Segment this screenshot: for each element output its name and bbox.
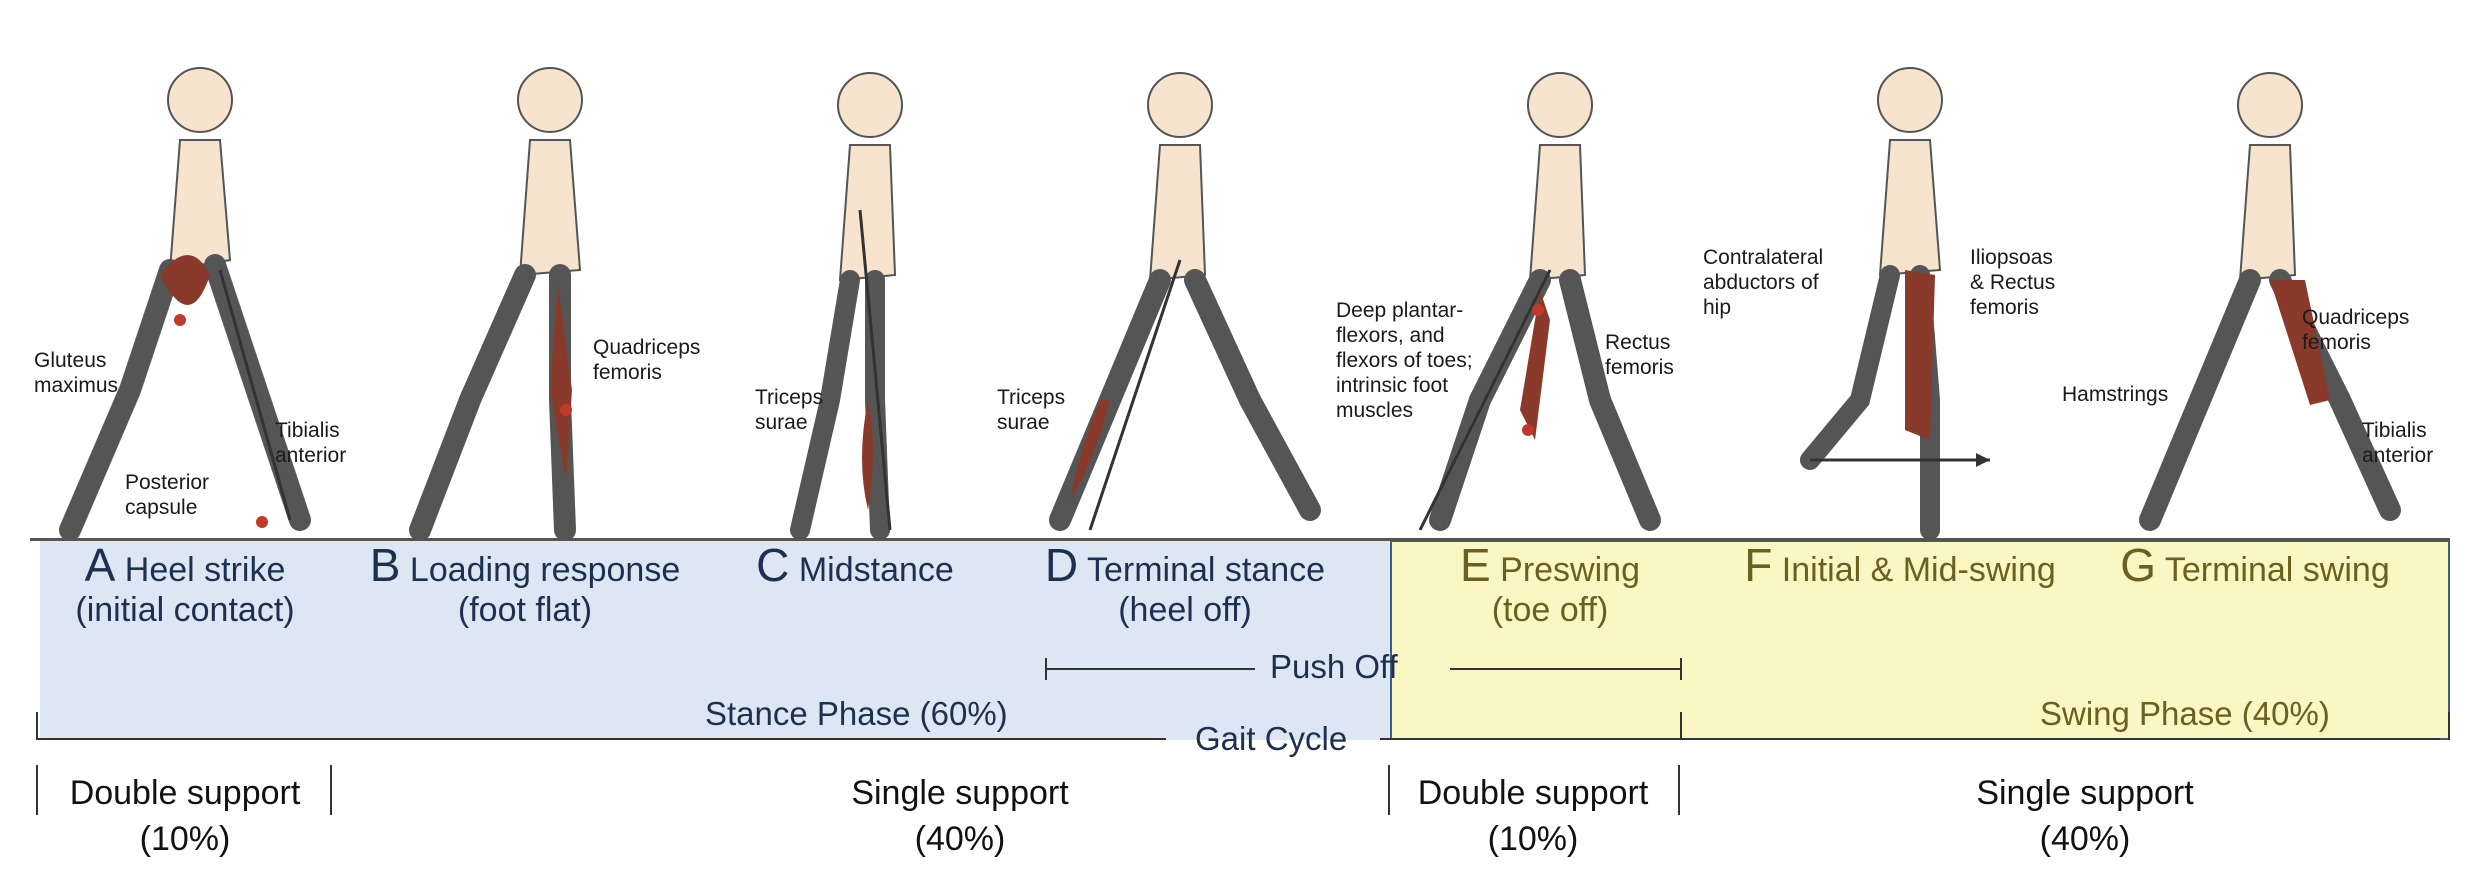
support-label: Double support [1417,774,1649,812]
phase-name: Preswing [1500,551,1640,589]
phase-letter: B [369,539,401,591]
gait-line-right [1380,738,2440,740]
figure-terminal-swing [2130,60,2430,540]
label-tibialis-anterior-g: Tibialis anterior [2362,419,2434,467]
support-divider-2 [330,765,332,815]
label-deep-plantar: Deep plantar- flexors, and flexors of to… [1336,299,1473,422]
support-single-1: Single support (40%) [660,770,1260,862]
stance-phase-region [40,540,1390,740]
support-pct: (40%) [2039,820,2131,858]
support-double-1: Double support (10%) [40,770,330,862]
phase-letter: D [1044,539,1079,591]
support-pct: (10%) [139,820,231,858]
phase-name: Heel strike [124,551,286,589]
phase-sub: (initial contact) [75,591,295,629]
support-pct: (40%) [914,820,1006,858]
gait-cycle-label: Gait Cycle [1195,720,1348,757]
swing-phase-region [1390,540,2450,740]
phase-initial-mid-swing: F Initial & Mid-swing [1725,542,2075,590]
phase-letter: G [2120,539,2157,591]
support-divider-3 [1388,765,1390,815]
phase-name: Initial & Mid-swing [1781,551,2056,589]
label-triceps-d: Triceps surae [997,386,1066,434]
phase-sub: (heel off) [1118,591,1252,629]
phase-sub: (foot flat) [457,591,593,629]
label-posterior-capsule: Posterior capsule [125,471,210,519]
figure-preswing [1400,60,1700,540]
support-single-2: Single support (40%) [1785,770,2385,862]
phase-loading-response: B Loading response (foot flat) [345,542,705,630]
push-off-tick-right [1680,658,1682,680]
label-quadriceps-g: Quadriceps femoris [2302,306,2410,354]
push-off-line-left [1045,668,1255,670]
phase-preswing: E Preswing (toe off) [1430,542,1670,630]
support-pct: (10%) [1487,820,1579,858]
label-iliopsoas: Iliopsoas & Rectus femoris [1970,246,2056,319]
gait-tick-right [2448,712,2450,740]
phase-letter: F [1744,539,1773,591]
swing-phase-label: Swing Phase (40%) [2040,695,2330,732]
phase-letter: C [756,539,790,591]
ground-line [30,538,2450,541]
phase-sub: (toe off) [1491,591,1609,629]
label-triceps-c: Triceps surae [755,386,824,434]
swing-tick [1680,712,1682,740]
figure-mid-swing [1780,60,2080,540]
label-contralateral: Contralateral abductors of hip [1703,246,1824,319]
phase-terminal-swing: G Terminal swing [2075,542,2435,590]
support-label: Double support [69,774,301,812]
support-divider-1 [36,765,38,815]
phase-letter: A [84,539,116,591]
label-hamstrings: Hamstrings [2062,383,2169,406]
phase-heel-strike: A Heel strike (initial contact) [40,542,330,630]
figure-terminal-stance [1030,60,1330,540]
support-double-2: Double support (10%) [1388,770,1678,862]
support-divider-4 [1678,765,1680,815]
figure-heel-strike [40,60,340,540]
gait-tick-left [36,712,38,740]
push-off-line-right [1450,668,1680,670]
support-label: Single support [1976,774,2194,812]
phase-letter: E [1460,539,1491,591]
phase-terminal-stance: D Terminal stance (heel off) [1020,542,1350,630]
support-label: Single support [851,774,1069,812]
label-rectus-e: Rectus femoris [1605,331,1674,379]
label-gluteus-maximus: Gluteus maximus [34,349,119,397]
figure-loading-response [400,60,700,540]
phase-name: Midstance [798,551,954,589]
phase-midstance: C Midstance [740,542,970,590]
figure-midstance [740,60,990,540]
phase-name: Loading response [409,551,681,589]
push-off-label: Push Off [1270,648,1398,685]
label-tibialis-anterior-a: Tibialis anterior [275,419,347,467]
gait-line-left [36,738,1166,740]
phase-name: Terminal swing [2164,551,2390,589]
phase-name: Terminal stance [1086,551,1326,589]
label-quadriceps-b: Quadriceps femoris [593,336,701,384]
stance-phase-label: Stance Phase (60%) [705,695,1008,732]
